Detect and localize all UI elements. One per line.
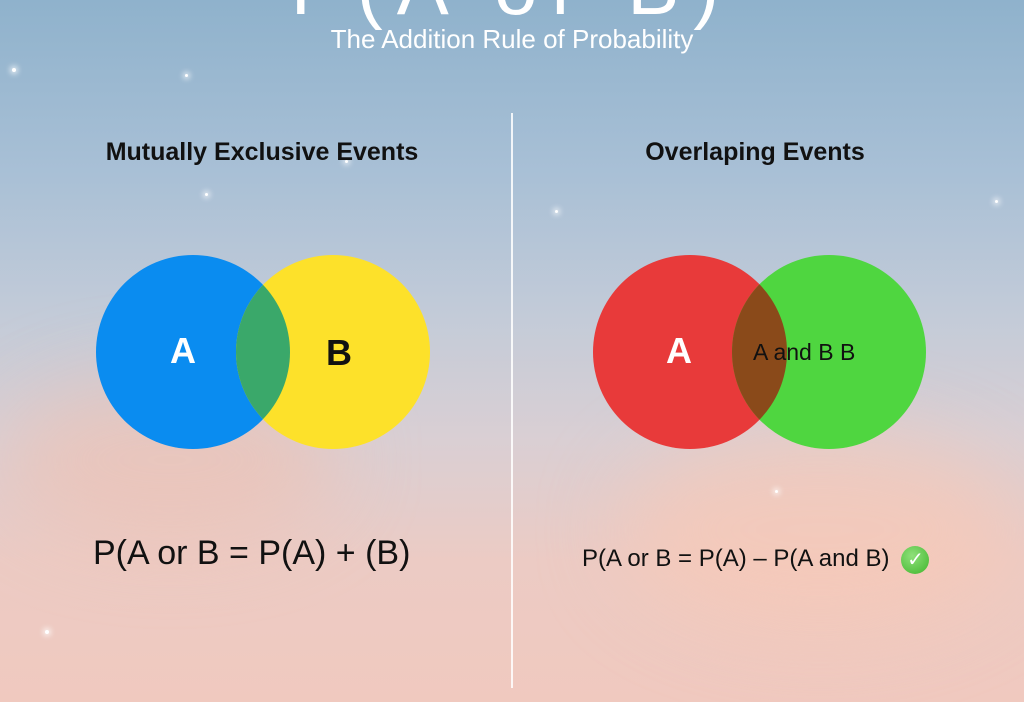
overlapping-heading: Overlaping Events: [645, 138, 865, 166]
star: [345, 160, 348, 163]
mutually-exclusive-formula: P(A or B = P(A) + (B): [93, 534, 411, 572]
star: [775, 490, 778, 493]
star: [995, 200, 998, 203]
circle-a: [96, 255, 290, 449]
circle-a: [593, 255, 787, 449]
check-circle-icon: ✓: [901, 545, 930, 574]
subtitle: The Addition Rule of Probability: [330, 24, 694, 54]
mutually-exclusive-heading: Mutually Exclusive Events: [105, 138, 419, 166]
background-glow: [620, 430, 1020, 630]
star: [205, 193, 208, 196]
title: P(A or B): [0, 0, 1024, 33]
mutually-exclusive-venn: [96, 255, 430, 449]
divider: [511, 113, 513, 688]
star: [45, 630, 49, 634]
circle-a-label: A: [666, 330, 692, 371]
overlapping-formula-row: P(A or B = P(A) – P(A and B) ✓: [582, 545, 1002, 574]
circle-b: [732, 255, 926, 449]
star: [12, 68, 16, 72]
overlapping-formula: P(A or B = P(A) – P(A and B): [582, 545, 890, 572]
circle-a-label: A: [170, 330, 196, 371]
overlapping-venn: [593, 255, 926, 449]
overlap-label: A and B B: [753, 339, 856, 365]
star: [555, 210, 558, 213]
star: [185, 74, 188, 77]
circle-b: [236, 255, 430, 449]
circle-b-label: B: [326, 332, 352, 373]
